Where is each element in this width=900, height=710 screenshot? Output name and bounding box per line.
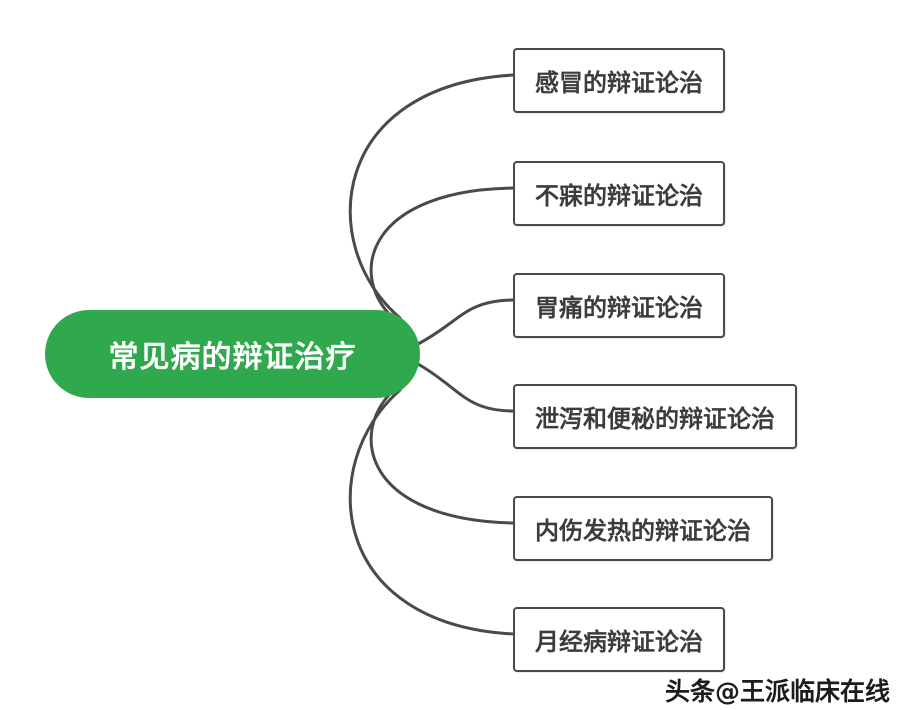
branch-node-menstrual-disease: 月经病辩证论治	[513, 607, 725, 672]
watermark-text: 头条@王派临床在线	[664, 677, 890, 706]
branch-node-internal-fever: 内伤发热的辩证论治	[513, 496, 773, 561]
branch-node-label: 泄泻和便秘的辩证论治	[535, 405, 775, 433]
branch-node-cold: 感冒的辩证论治	[513, 48, 725, 113]
connector-curve-3	[416, 298, 516, 346]
branch-node-stomachache: 胃痛的辩证论治	[513, 273, 725, 338]
root-node-common-diseases: 常见病的辩证治疗	[45, 310, 420, 398]
branch-node-label: 胃痛的辩证论治	[535, 294, 703, 322]
connector-curve-2	[369, 186, 516, 332]
branch-node-diarrhea-constipation: 泄泻和便秘的辩证论治	[513, 384, 797, 449]
connector-curve-4	[416, 362, 516, 413]
connector-curve-6	[348, 388, 516, 636]
branch-node-label: 不寐的辩证论治	[535, 182, 703, 210]
branch-node-label: 感冒的辩证论治	[535, 69, 703, 97]
branch-node-label: 月经病辩证论治	[535, 628, 703, 656]
connector-curve-5	[369, 376, 516, 525]
branch-node-label: 内伤发热的辩证论治	[535, 517, 751, 545]
root-node-label: 常见病的辩证治疗	[108, 340, 357, 375]
connector-curve-1	[348, 73, 516, 320]
branch-node-insomnia: 不寐的辩证论治	[513, 161, 725, 226]
